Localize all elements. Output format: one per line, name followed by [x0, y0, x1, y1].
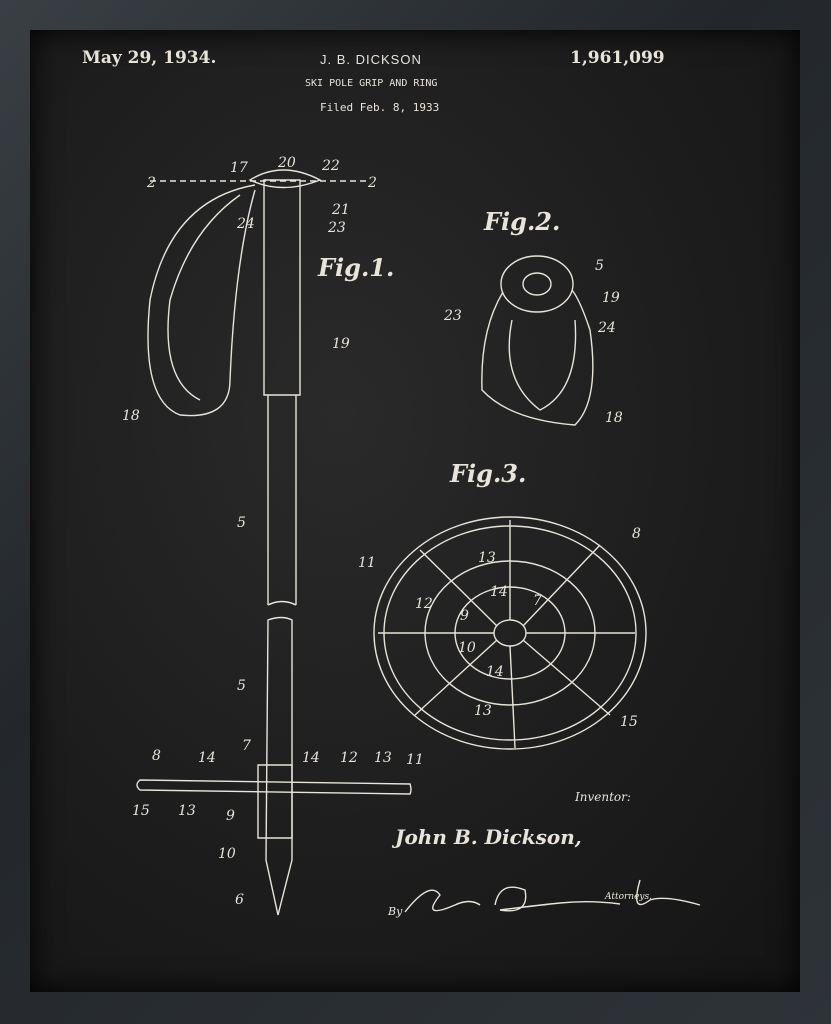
inventor-header: J. B. DICKSON [320, 52, 422, 67]
reference-numeral: 20 [277, 155, 296, 171]
reference-numeral: 12 [415, 596, 433, 612]
reference-numeral: 9 [460, 608, 469, 624]
fig2-grip-ring [481, 255, 594, 426]
reference-numeral: 2 [146, 175, 156, 191]
reference-numeral: 21 [331, 202, 350, 218]
reference-numeral: 15 [132, 803, 150, 819]
reference-numeral: 19 [602, 290, 620, 306]
reference-numeral: 14 [302, 750, 320, 766]
reference-numeral: 19 [332, 336, 350, 352]
reference-numeral: 22 [321, 158, 340, 174]
fig3-labels: 8 11 13 12 14 7 9 10 14 13 15 [358, 526, 641, 730]
reference-numeral: 6 [235, 892, 244, 908]
filed-date: Filed Feb. 8, 1933 [320, 101, 440, 114]
patent-date: May 29, 1934. [82, 48, 217, 68]
reference-numeral: 23 [327, 220, 346, 236]
reference-numeral: 2 [367, 175, 377, 191]
reference-numeral: 18 [122, 408, 140, 424]
reference-numeral: 14 [486, 664, 504, 680]
reference-numeral: 23 [443, 308, 462, 324]
reference-numeral: 11 [406, 752, 424, 768]
reference-numeral: 14 [198, 750, 216, 766]
reference-numeral: 7 [242, 738, 251, 754]
fig3-basket-ring [373, 516, 647, 750]
reference-numeral: 24 [236, 216, 255, 232]
svg-text:By: By [387, 905, 403, 918]
reference-numeral: 8 [152, 748, 161, 764]
reference-numeral: 11 [358, 555, 376, 571]
inventor-name: John B. Dickson, [395, 825, 582, 849]
fig2-title: Fig.2. [483, 207, 560, 236]
reference-numeral: 13 [474, 703, 492, 719]
patent-title: SKI POLE GRIP AND RING [305, 78, 438, 89]
patent-drawing-board [30, 30, 800, 992]
reference-numeral: 12 [340, 750, 358, 766]
reference-numeral: 7 [533, 593, 542, 609]
reference-numeral: 10 [218, 846, 236, 862]
reference-numeral: 24 [597, 320, 616, 336]
patent-number: 1,961,099 [570, 48, 665, 68]
attorney-signature: By [387, 879, 701, 918]
reference-numeral: 8 [632, 526, 641, 542]
reference-numeral: 14 [490, 584, 508, 600]
reference-numeral: 10 [458, 640, 476, 656]
reference-numeral: 13 [178, 803, 196, 819]
reference-numeral: 5 [237, 678, 246, 694]
reference-numeral: 5 [237, 515, 246, 531]
reference-numeral: 18 [605, 410, 623, 426]
reference-numeral: 13 [478, 550, 496, 566]
reference-numeral: 5 [595, 258, 604, 274]
fig1-labels: 17 20 22 2 2 21 23 24 19 18 5 5 8 14 7 1… [122, 155, 424, 908]
reference-numeral: 9 [226, 808, 235, 824]
reference-numeral: 17 [230, 160, 248, 176]
inventor-label: Inventor: [575, 790, 631, 804]
reference-numeral: 15 [620, 714, 638, 730]
reference-numeral: 13 [374, 750, 392, 766]
fig2-labels: 5 19 23 24 18 [443, 258, 623, 426]
attorneys-label: Attorneys. [605, 892, 652, 902]
fig1-ski-pole [136, 169, 412, 916]
fig1-title: Fig.1. [317, 253, 394, 282]
fig3-title: Fig.3. [449, 459, 526, 488]
